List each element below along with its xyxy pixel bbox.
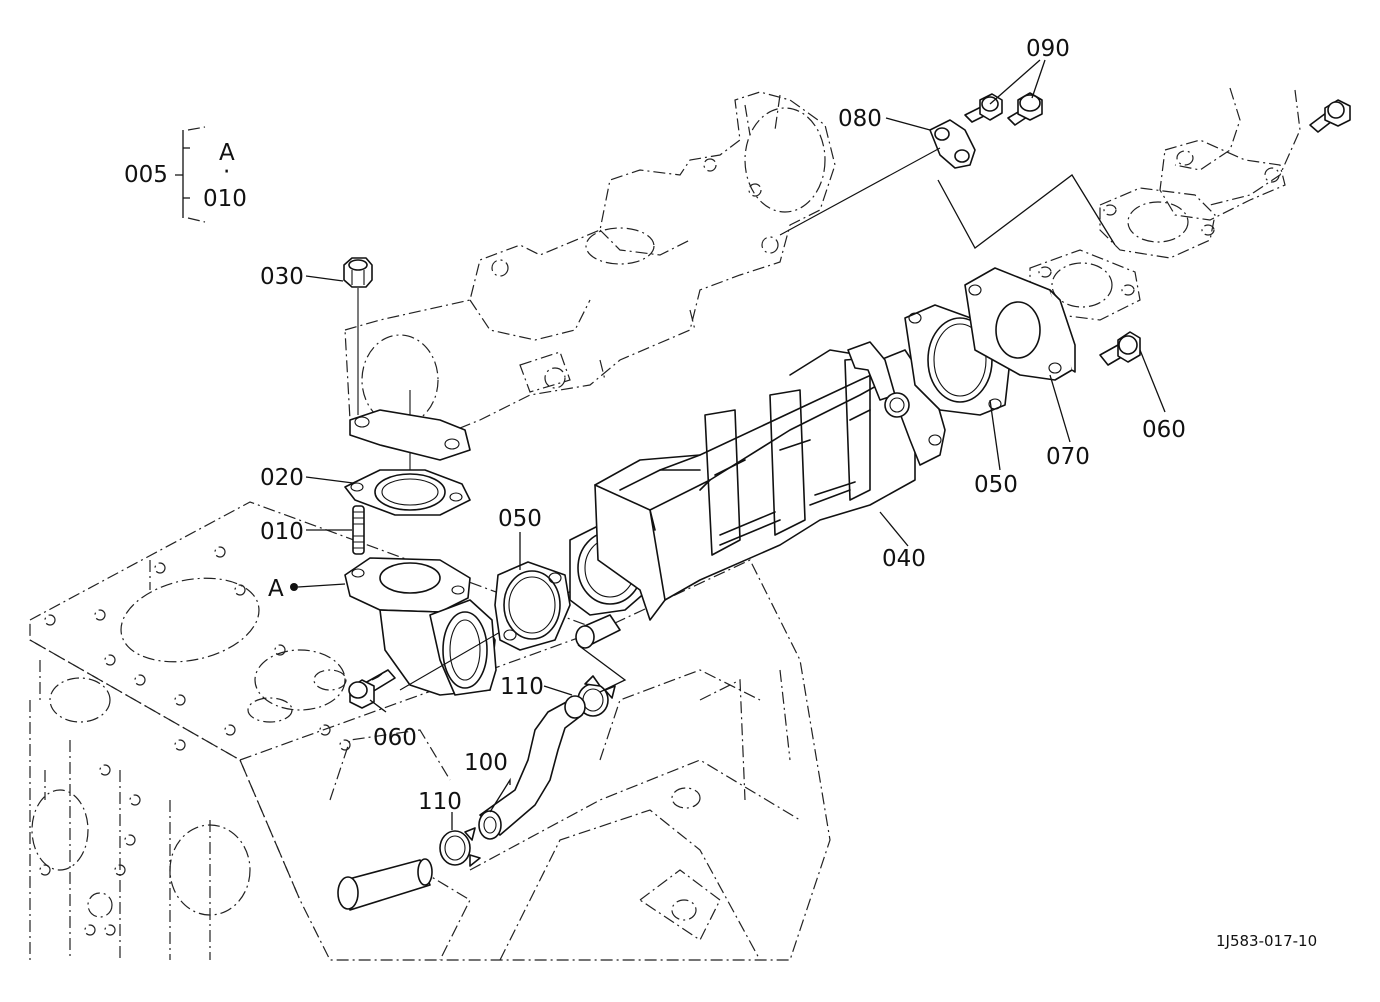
callout-050-right: 050 — [974, 472, 1018, 498]
callout-110-top: 110 — [500, 674, 544, 700]
part-010-stud — [352, 505, 365, 555]
part-030-nut — [343, 257, 373, 288]
callout-010: 010 — [260, 519, 304, 545]
part-100-hose — [478, 695, 586, 840]
callout-080: 080 — [838, 106, 882, 132]
axis-line-080 — [779, 147, 941, 236]
callout-100: 100 — [464, 750, 508, 776]
part-080-bracket — [929, 119, 976, 169]
callout-005: 005 — [124, 162, 168, 188]
part-040-egr-cooler — [569, 341, 946, 649]
callout-070: 070 — [1046, 444, 1090, 470]
exhaust-pipe-outline — [1159, 87, 1301, 221]
callout-030: 030 — [260, 264, 304, 290]
callout-040: 040 — [882, 546, 926, 572]
manifold-outlet-flange — [349, 409, 471, 461]
group-range-separator: · — [223, 159, 230, 185]
part-020-gasket — [344, 469, 471, 516]
callout-020: 020 — [260, 465, 304, 491]
exhaust-elbow-flange — [1029, 187, 1216, 321]
callout-110-bottom: 110 — [418, 789, 462, 815]
part-060-bolt-right — [1099, 331, 1141, 366]
part-110-clamp-bottom — [439, 827, 481, 867]
reference-point-a: A — [268, 576, 284, 602]
group-callout-005: 005 A · 010 — [124, 126, 247, 223]
flange-adapter-a — [344, 557, 497, 696]
upper-right-bolt — [1309, 99, 1351, 133]
callout-060-left: 060 — [373, 725, 417, 751]
callout-060-right: 060 — [1142, 417, 1186, 443]
part-070-flange — [964, 267, 1076, 381]
part-060-bolt-left — [348, 669, 396, 709]
drawing-number: 1J583-017-10 — [1216, 932, 1317, 950]
bracket-link-frame — [937, 174, 1116, 249]
callout-050-left: 050 — [498, 506, 542, 532]
part-050-gasket-left — [494, 561, 571, 651]
block-coolant-port — [337, 858, 433, 911]
callout-090: 090 — [1026, 36, 1070, 62]
group-range-to: 010 — [203, 186, 247, 212]
leader-lines — [290, 59, 1166, 830]
group-range-from: A — [219, 140, 235, 166]
engine-block-outline — [29, 501, 831, 961]
part-090-bolts — [964, 92, 1043, 126]
exhaust-manifold-outline — [344, 91, 836, 441]
